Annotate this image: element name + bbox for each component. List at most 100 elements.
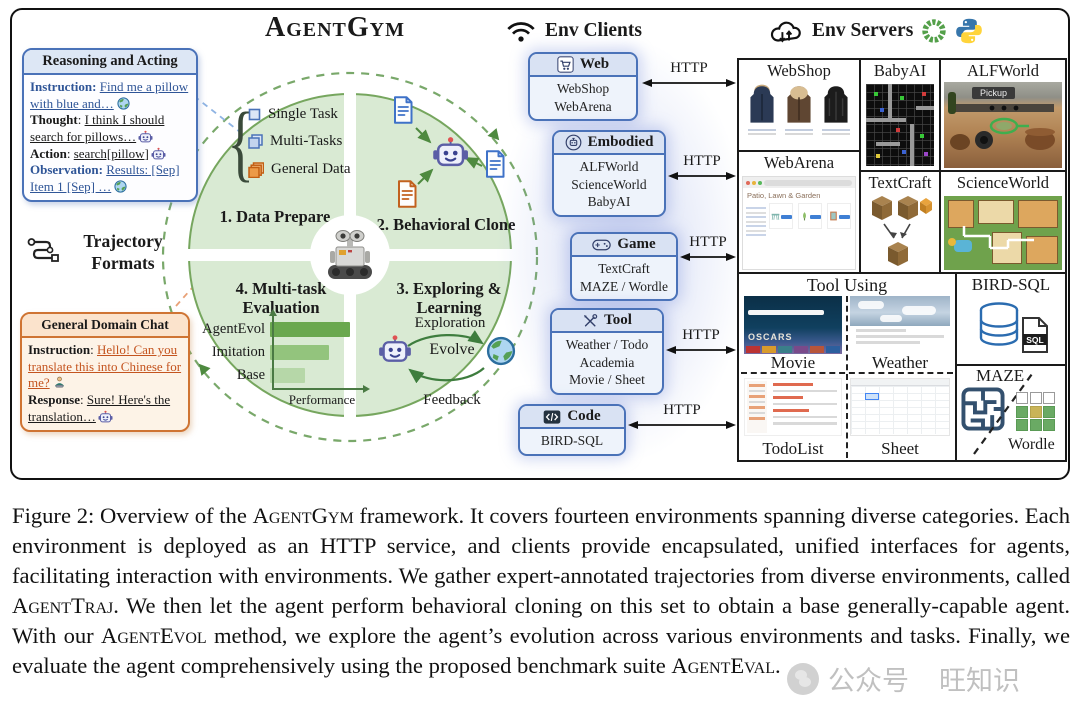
webarena-product-grid	[743, 201, 855, 229]
client-env-name: Weather / Todo	[565, 337, 649, 352]
eval-bar	[270, 321, 350, 337]
server-label-todolist: TodoList	[762, 439, 824, 458]
cart-icon	[557, 56, 574, 73]
chart-y-axis	[269, 309, 276, 389]
person-icon	[54, 376, 64, 388]
http-link-game: HTTP	[680, 234, 736, 263]
chat-line: Observation: Results: [Sep] Item 1 [Sep]…	[30, 162, 180, 194]
code-icon	[544, 409, 561, 424]
trajectory-formats-label: Trajectory Formats	[68, 231, 178, 275]
env-servers-title: Env Servers	[812, 20, 914, 41]
scienceworld-item	[948, 238, 956, 246]
pickup-tag: Pickup	[972, 87, 1016, 99]
server-cell-webshop: WebShop	[737, 58, 861, 152]
textcraft-crafting-image	[872, 196, 932, 266]
maze-wordle-divider	[973, 373, 1033, 455]
weather-site-image	[850, 296, 950, 354]
data-item-label: Multi-Tasks	[270, 133, 343, 149]
server-label-wordle: Wordle	[1008, 436, 1055, 453]
server-label-babyai: BabyAI	[873, 61, 927, 80]
env-client-code: Code BIRD-SQL	[518, 404, 626, 456]
gamepad-icon	[592, 239, 612, 250]
web-box-title: Web	[579, 56, 610, 72]
server-label-weather: Weather	[871, 353, 929, 372]
double-arrow-icon	[668, 172, 736, 180]
general-domain-chat-box: General Domain Chat Instruction: Hello! …	[20, 312, 190, 433]
multi-tasks-icon	[248, 134, 263, 149]
bird-sql-icons: SQL	[975, 300, 1055, 356]
embodied-box-header: Embodied	[554, 132, 664, 155]
embodied-robot-icon	[565, 134, 581, 151]
data-item-general-data: General Data	[248, 161, 351, 178]
code-box-title: Code	[567, 408, 601, 424]
http-label: HTTP	[683, 153, 721, 169]
reasoning-box-body: Instruction: Find me a pillow with blue …	[24, 75, 196, 200]
tool-box-header: Tool	[552, 310, 662, 333]
server-label-bird-sql: BIRD-SQL	[971, 275, 1051, 294]
wifi-icon	[507, 22, 535, 42]
product-thumb	[745, 83, 779, 135]
python-logo-icon	[956, 18, 983, 44]
movie-site-image: OSCARS	[744, 296, 842, 354]
webarena-sidebar	[746, 207, 766, 239]
env-client-web: Web WebShop WebArena	[528, 52, 638, 122]
exploration-label: Exploration	[414, 315, 486, 331]
todolist-app-image	[744, 378, 842, 436]
chat-line: Response: Sure! Here's the translation…	[28, 391, 171, 424]
client-env-name: WebShop	[556, 81, 610, 96]
single-task-icon	[248, 108, 261, 121]
trajectory-label-line1: Trajectory	[83, 231, 163, 251]
data-item-label: Single Task	[268, 106, 338, 122]
client-env-name: WebArena	[554, 98, 612, 114]
client-env-name: ALFWorld	[579, 159, 639, 174]
robot-icon	[97, 409, 113, 422]
client-env-name: BIRD-SQL	[540, 433, 604, 448]
sheet-app-image	[850, 378, 950, 436]
movie-logo-text: OSCARS	[748, 332, 793, 342]
http-link-tool: HTTP	[666, 327, 736, 356]
data-item-multi-tasks: Multi-Tasks	[248, 133, 342, 150]
http-link-web: HTTP	[642, 60, 736, 89]
globe-icon	[114, 180, 127, 193]
figure-caption: Figure 2: Overview of the AgentGym frame…	[12, 503, 1070, 678]
reasoning-acting-box: Reasoning and Acting Instruction: Find m…	[22, 48, 198, 203]
chart-x-axis	[272, 385, 370, 392]
quadrant4-label: 4. Multi-task Evaluation	[206, 279, 356, 318]
quadrant2-label: 2. Behavioral Clone	[376, 215, 516, 234]
server-cell-textcraft: TextCraft	[859, 170, 941, 274]
chart-x-label: Performance	[288, 392, 356, 407]
maze-icon	[961, 387, 1005, 431]
double-arrow-icon	[642, 79, 736, 87]
eval-bar	[270, 344, 329, 360]
general-data-icon	[248, 161, 264, 178]
server-label-textcraft: TextCraft	[868, 173, 932, 192]
server-label-scienceworld: ScienceWorld	[956, 173, 1050, 192]
quadrant4-label-line2: Evaluation	[242, 297, 320, 317]
double-arrow-icon	[680, 253, 736, 261]
sql-doc-label: SQL	[1026, 335, 1043, 345]
wordle-grid-icon	[1016, 392, 1055, 431]
server-label-movie: Movie	[770, 353, 816, 372]
server-label-maze: MAZE	[976, 366, 1025, 385]
env-client-game: Game TextCraft MAZE / Wordle	[570, 232, 678, 302]
globe-icon	[117, 97, 130, 110]
evolve-label: Evolve	[429, 341, 475, 358]
chat-line: Instruction: Find me a pillow with blue …	[30, 79, 189, 111]
quadrant1-label: 1. Data Prepare	[219, 207, 331, 226]
client-env-name: MAZE / Wordle	[580, 278, 668, 294]
env-client-embodied: Embodied ALFWorld ScienceWorld BabyAI	[552, 130, 666, 217]
trajectory-formats-icon	[26, 236, 62, 266]
client-env-name: Movie / Sheet	[569, 372, 645, 388]
env-clients-header: Env Clients	[505, 18, 642, 44]
eval-bar-label: AgentEvol	[202, 320, 265, 337]
scienceworld-pool	[954, 240, 972, 252]
server-label-alfworld: ALFWorld	[966, 61, 1039, 80]
server-label-tool-using: Tool Using	[806, 275, 888, 295]
http-label: HTTP	[682, 327, 720, 343]
behavioral-clone-cluster	[394, 96, 505, 208]
webarena-page-heading: Patio, Lawn & Garden	[747, 191, 821, 200]
http-label: HTTP	[663, 402, 701, 418]
data-item-single-task: Single Task	[248, 106, 338, 123]
quadrant3-label-line1: 3. Exploring &	[396, 279, 502, 298]
